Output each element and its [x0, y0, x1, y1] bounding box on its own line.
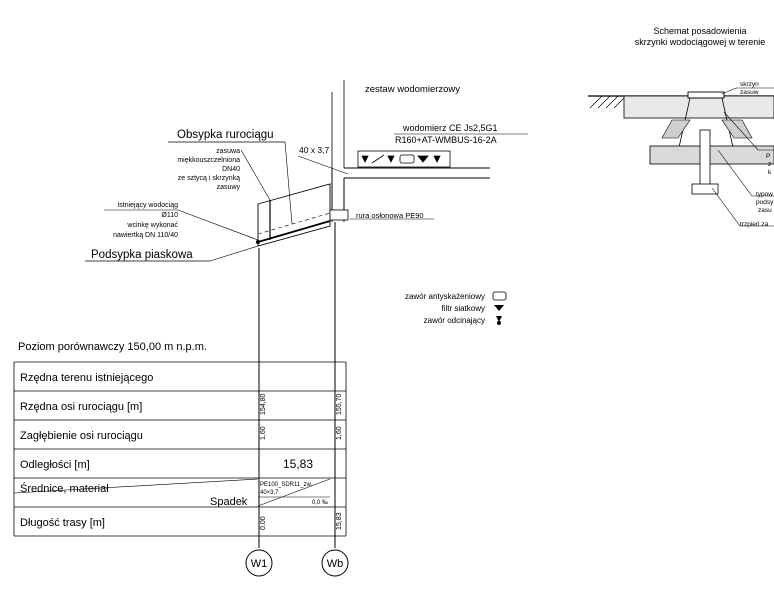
node-wb-label: Wb	[327, 558, 344, 570]
existing-desc-1: istniejący wodociąg	[118, 202, 178, 209]
pipe-line	[257, 220, 331, 243]
row-axis-label: Rzędna osi rurociągu [m]	[20, 401, 142, 413]
shutoff-valve-icon	[496, 316, 502, 322]
slope-value: 0,0 ‰	[312, 500, 328, 506]
schemat-label-1: skrzyn	[740, 81, 759, 88]
row-depth-label: Zagłębienie osi rurociągu	[20, 430, 143, 442]
meter-label-line1: wodomierz CE Js2,5G1	[402, 123, 498, 133]
schemat-label-9: trzpień za	[740, 221, 769, 228]
trench-dashed-line	[257, 212, 331, 235]
filter-icon	[494, 305, 504, 311]
obsypka-label: Obsypka rurociągu	[177, 129, 274, 141]
existing-desc-4: nawiertką DN 110/40	[113, 232, 178, 239]
schemat-label-8: zasu	[758, 207, 772, 214]
pipe-profile: Obsypka rurociągu zasuwa miękkouszczelni…	[85, 129, 434, 262]
existing-desc-3: wcinkę wykonać	[126, 222, 178, 229]
meter-set: zestaw wodomierzowy wodomierz CE Js2,5G1…	[297, 80, 528, 179]
node-wb	[321, 549, 349, 577]
profile-table: Poziom porównawczy 150,00 m n.p.m. Rzędn…	[13, 222, 349, 577]
legend-filter: filtr siatkowy	[441, 304, 485, 313]
schemat-label-6: typow	[756, 191, 773, 198]
antiskaz-icon	[492, 291, 507, 301]
shutoff-valve-icon	[361, 155, 369, 163]
antiskaz-valve-icon	[399, 154, 415, 164]
depth-wb-value: 1,60	[336, 426, 343, 440]
schemat-label-7: podsy	[756, 199, 774, 206]
schemat-box-cover	[687, 91, 725, 99]
schemat-wedge-right	[721, 119, 753, 139]
schemat-title-line2: skrzynki wodociągowej w terenie	[635, 37, 766, 47]
podsypka-label: Podsypka piaskowa	[91, 249, 193, 261]
schemat-detail: Schemat posadowienia skrzynki wodociągow…	[588, 26, 774, 228]
row-slope-label: Spadek	[210, 496, 248, 508]
trench-outline	[257, 183, 331, 247]
pipe-size-leader	[297, 155, 349, 175]
depth-w1-value: 1,60	[260, 426, 267, 440]
schemat-label-2: zasuw	[740, 89, 759, 96]
schemat-support-slab	[649, 145, 774, 165]
legend-shutoff: zawór odcinający	[424, 316, 485, 325]
filter-icon	[417, 155, 429, 163]
axis-wb-value: 155,70	[336, 393, 343, 415]
row-length-label: Długość trasy [m]	[20, 517, 105, 529]
schemat-label-3: P	[766, 153, 770, 160]
meter-set-label: zestaw wodomierzowy	[365, 84, 460, 95]
schemat-leaders	[711, 87, 774, 227]
schemat-title-line1: Schemat posadowienia	[653, 26, 746, 36]
shutoff-valve-icon-2	[387, 155, 395, 163]
valve-desc-1: zasuwa	[216, 148, 240, 155]
shutoff-valve-icon-3	[433, 155, 441, 163]
legend-antiskaz: zawór antyskażeniowy	[405, 292, 485, 301]
casing-pipe-label: rura osłonowa PE90	[356, 211, 424, 220]
casing-pipe-box	[329, 209, 349, 221]
distance-value: 15,83	[283, 457, 313, 471]
row-distance-label: Odległości [m]	[20, 459, 90, 471]
pipe-size-label: 40 x 3,7	[299, 145, 330, 155]
schemat-label-4: z	[768, 161, 771, 168]
length-wb-value: 15,83	[336, 512, 343, 530]
node-w1-label: W1	[251, 558, 268, 570]
schemat-pavement	[623, 95, 774, 119]
valve-desc-4: ze sztycą i skrzynką	[178, 175, 240, 182]
existing-desc-2: Ø110	[161, 212, 178, 219]
schemat-label-5: k	[768, 169, 772, 176]
existing-pipe-description: istniejący wodociąg Ø110 wcinkę wykonać …	[104, 202, 259, 241]
tie-in-point	[256, 240, 260, 244]
datum-label: Poziom porównawczy 150,00 m n.p.m.	[18, 341, 207, 353]
schemat-wedge-left	[661, 119, 691, 139]
schemat-valve-body	[691, 183, 719, 195]
material-line1: PE100_SDR11_zw.	[260, 482, 313, 488]
obsypka-leader	[284, 141, 293, 225]
podsypka-leader	[209, 245, 259, 262]
row-diameter-label: Średnice, materiał	[20, 482, 109, 495]
axis-w1-value: 154,80	[260, 393, 267, 415]
legend: zawór antyskażeniowy filtr siatkowy zawó…	[405, 291, 507, 325]
check-valve-icon	[371, 154, 385, 164]
material-line2: 40×3,7	[260, 490, 279, 496]
length-w1-value: 0,00	[260, 516, 267, 530]
valve-description: zasuwa miękkouszczelniona DN40 ze sztycą…	[177, 148, 271, 201]
meter-fittings	[361, 154, 441, 164]
row-terrain-label: Rzędna terenu istniejącego	[20, 372, 153, 384]
table-grid	[13, 361, 347, 537]
schemat-spindle	[699, 129, 711, 191]
valve-desc-2: miękkouszczelniona	[177, 157, 240, 164]
schemat-ground-hatch	[589, 95, 627, 109]
node-w1	[245, 549, 273, 577]
shutoff-valve-base-icon	[497, 321, 501, 325]
valve-desc-5: zasuwy	[217, 184, 241, 191]
valve-desc-3: DN40	[222, 166, 240, 173]
meter-label-line2: R160+AT-WMBUS-16-2A	[395, 135, 497, 145]
